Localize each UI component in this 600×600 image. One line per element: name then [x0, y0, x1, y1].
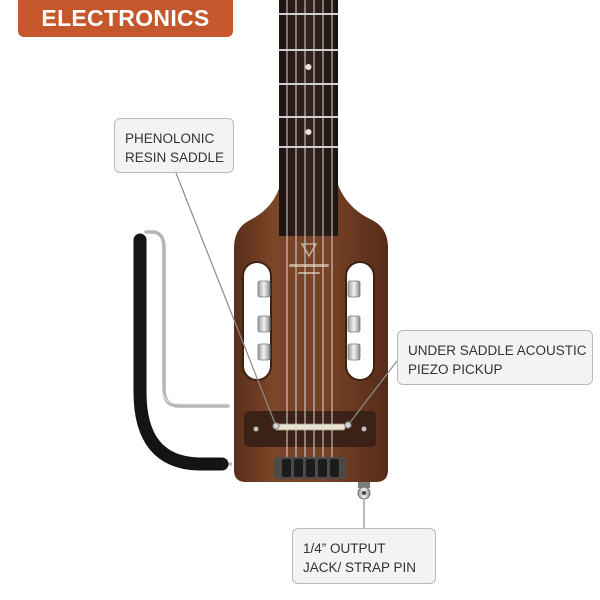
callout-output-jack: 1/4” OUTPUT JACK/ STRAP PIN: [292, 528, 436, 584]
tuning-peg: [257, 315, 271, 333]
guitar-body: [234, 170, 388, 482]
section-banner: ELECTRONICS: [18, 0, 233, 37]
callout-pickup-line2: PIEZO PICKUP: [408, 362, 503, 377]
leader-lines: [175, 172, 398, 528]
fret-inlay: [305, 129, 312, 135]
tuning-peg: [257, 343, 271, 361]
tailpiece-slot: [294, 459, 303, 477]
tailpiece-slot: [306, 459, 315, 477]
callout-piezo-pickup: UNDER SADDLE ACOUSTIC PIEZO PICKUP: [397, 330, 593, 385]
tuning-peg: [257, 280, 271, 298]
tailpiece: [274, 457, 346, 479]
tailpiece-slot: [318, 459, 327, 477]
fret-inlay: [305, 64, 312, 70]
callout-saddle-line1: PHENOLONIC: [125, 131, 215, 146]
arm-rest: [133, 230, 232, 471]
callout-jack-line2: JACK/ STRAP PIN: [303, 560, 417, 575]
output-jack: [357, 482, 371, 500]
resin-saddle: [274, 423, 346, 431]
callout-jack-line1: 1/4” OUTPUT: [303, 541, 386, 556]
tuning-peg: [347, 343, 361, 361]
tailpiece-slot: [282, 459, 291, 477]
callout-pickup-line1: UNDER SADDLE ACOUSTIC: [408, 343, 587, 358]
callout-saddle-line2: RESIN SADDLE: [125, 150, 225, 165]
tailpiece-slot: [330, 459, 339, 477]
callout-resin-saddle: PHENOLONIC RESIN SADDLE: [114, 118, 234, 173]
banner-title: ELECTRONICS: [41, 5, 210, 31]
tuning-peg: [347, 280, 361, 298]
tuning-peg: [347, 315, 361, 333]
